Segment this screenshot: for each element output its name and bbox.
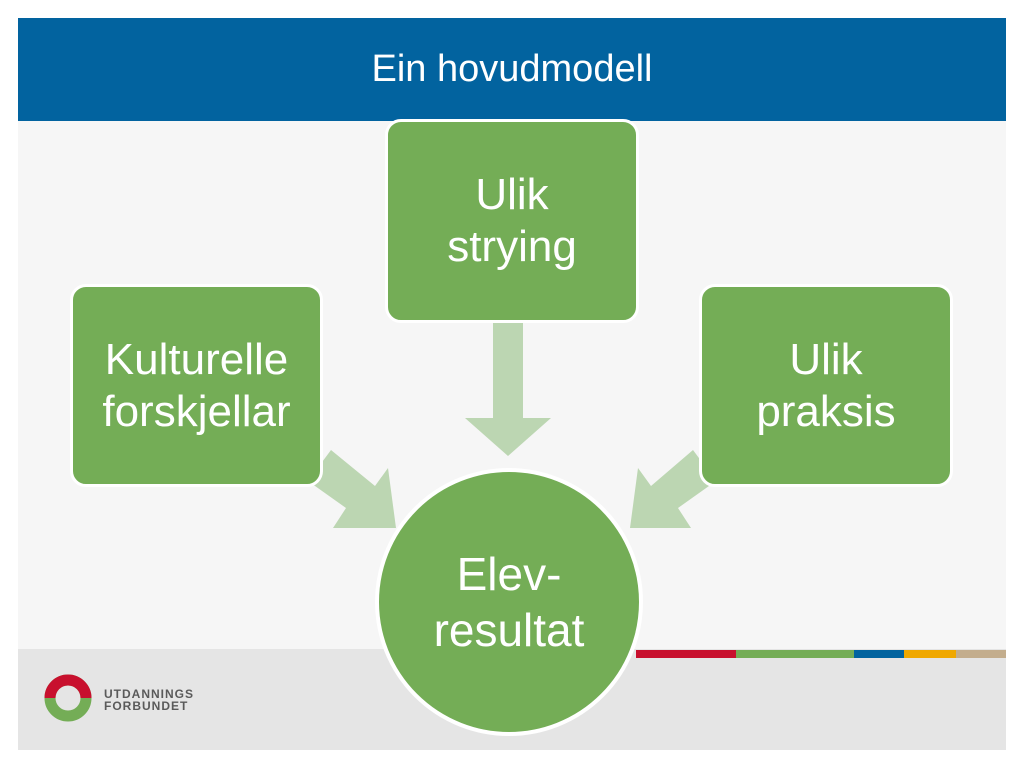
title-bar: Ein hovudmodell [18, 18, 1006, 121]
slide: Ein hovudmodell UTDANNINGS FORBUNDET Kul… [18, 18, 1006, 750]
node-right-line-2: praksis [756, 386, 896, 436]
arrows-layer [308, 323, 716, 528]
node-right-line-1: Ulik [789, 334, 863, 384]
arrow-right-diagonal [630, 450, 716, 528]
node-center-line-1: Elev- [456, 548, 562, 600]
node-ulik-strying: Ulik strying [385, 119, 639, 323]
logo-line-2: FORBUNDET [104, 699, 189, 713]
page-title: Ein hovudmodell [371, 48, 653, 90]
stripe-tan [956, 650, 1006, 658]
node-ulik-praksis: Ulik praksis [699, 284, 953, 487]
node-left-line-1: Kulturelle [104, 334, 289, 384]
stripe-green [736, 650, 854, 658]
stripe-red [636, 650, 736, 658]
logo-ring-icon [44, 674, 92, 722]
stripe-yellow [904, 650, 956, 658]
node-center-line-2: resultat [433, 604, 585, 656]
logo-line-1: UTDANNINGS [104, 687, 194, 701]
node-left-line-2: forskjellar [102, 386, 291, 436]
node-elevresultat: Elev- resultat [375, 468, 643, 736]
node-kulturelle-forskjellar: Kulturelle forskjellar [70, 284, 323, 487]
node-top-line-2: strying [447, 222, 577, 271]
node-top-line-1: Ulik [475, 170, 549, 219]
arrow-top-down [465, 323, 551, 456]
logo-text: UTDANNINGS FORBUNDET [104, 688, 194, 712]
stripe-blue [854, 650, 904, 658]
arrow-left-diagonal [308, 450, 396, 528]
